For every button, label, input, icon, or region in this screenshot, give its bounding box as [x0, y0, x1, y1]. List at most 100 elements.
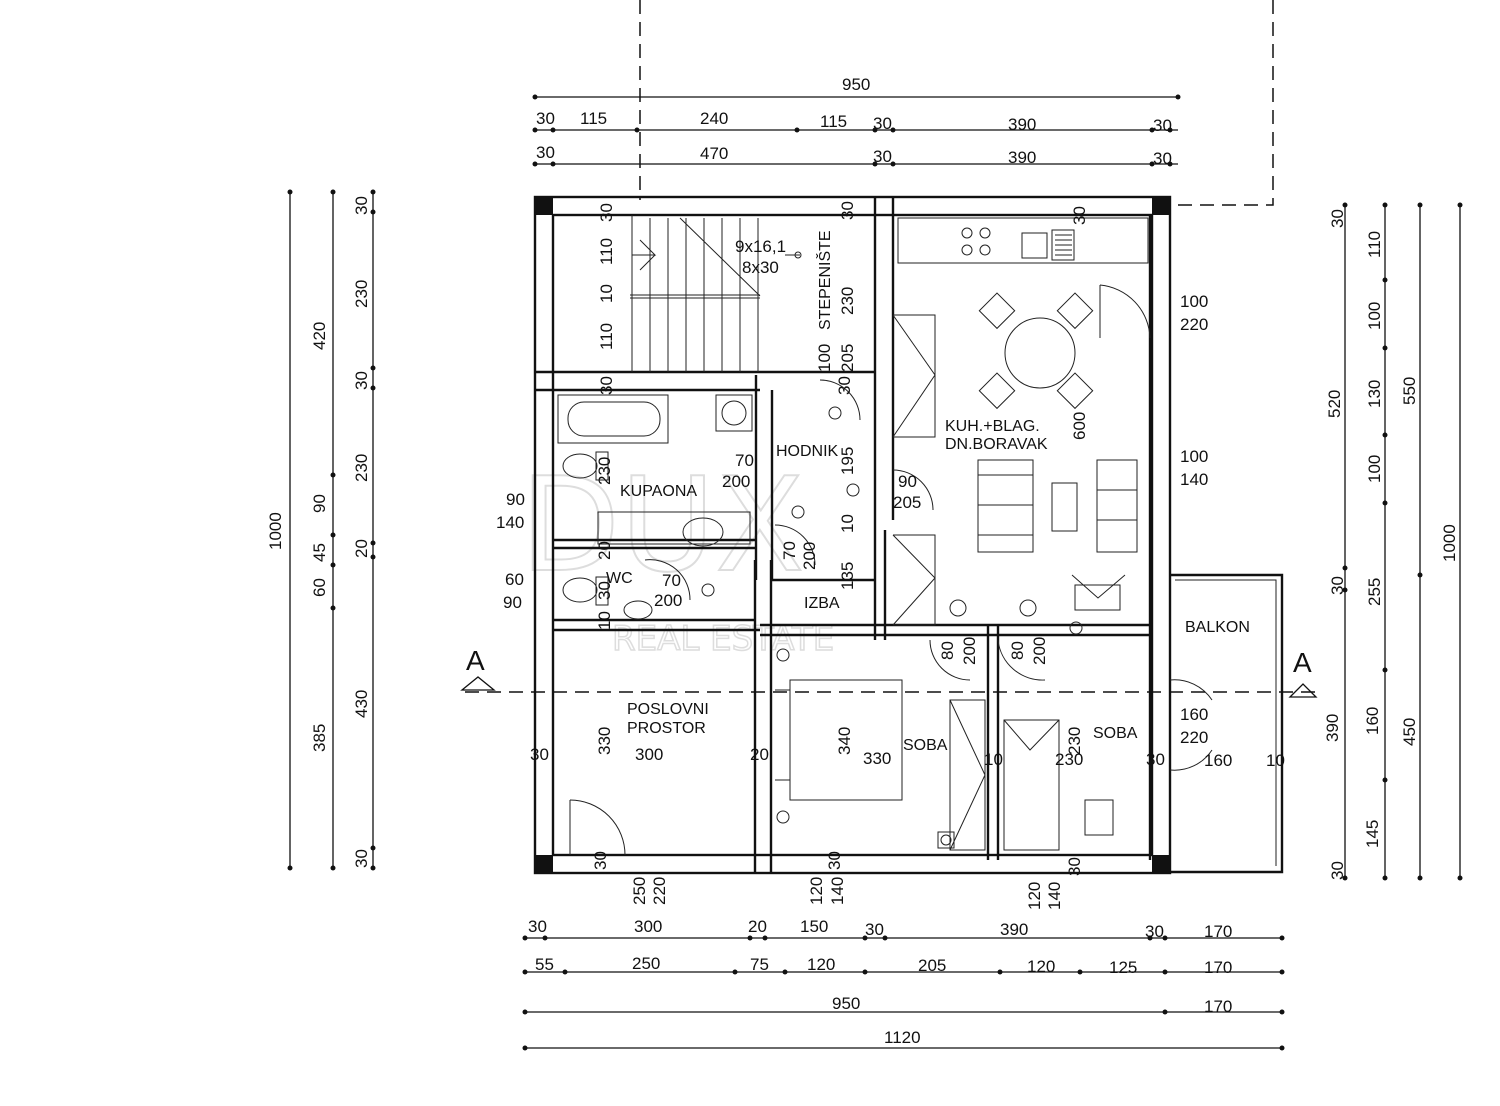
room-labels: STEPENIŠTE 9x16,1 8x30 KUH.+BLAG. DN.BOR…	[606, 230, 1250, 754]
dim-label: 200	[800, 542, 819, 570]
room-label-prostor: PROSTOR	[627, 720, 706, 737]
dim-label: 1000	[266, 512, 285, 550]
dim-label: 20	[595, 541, 614, 560]
dim-label: 120	[1025, 882, 1044, 910]
dim-label: 230	[595, 457, 614, 485]
dim-label: 520	[1325, 390, 1344, 418]
stairs-down	[892, 314, 936, 626]
dim-label: 10	[595, 611, 614, 630]
section-mark-right: A	[1293, 647, 1312, 678]
dim-label: 230	[1055, 750, 1083, 769]
dim-label: 30	[595, 581, 614, 600]
dim-label: 200	[722, 472, 750, 491]
dim-label: 30	[1153, 149, 1172, 168]
room-label-soba-1: SOBA	[903, 737, 948, 754]
interior-walls	[535, 197, 1152, 873]
bottom-dimension-labels: 30 300 20 150 30 390 30 170 55 250 75 12…	[528, 917, 1232, 1047]
inner-dimension-labels: 30 110 10 110 30 30 230 100 205 30 30 60…	[530, 201, 1285, 876]
staircase	[630, 215, 802, 372]
dim-label: 100	[815, 344, 834, 372]
dim-label: 300	[634, 917, 662, 936]
balcony	[1170, 573, 1284, 874]
dim-label: 30	[352, 849, 371, 868]
doors	[569, 284, 1213, 856]
dim-label: 90	[310, 494, 329, 513]
dim-label: 170	[1204, 997, 1232, 1016]
dim-label: 220	[1180, 728, 1208, 747]
dim-label: 30	[591, 851, 610, 870]
dim-label: 80	[1008, 641, 1027, 660]
dim-label: 120	[807, 955, 835, 974]
dim-label: 70	[735, 451, 754, 470]
dim-label: 420	[310, 322, 329, 350]
dim-label: 200	[654, 591, 682, 610]
dim-label: 250	[632, 954, 660, 973]
left-dimension-labels: 1000 420 90 45 60 385 30 230 30 230 20 4…	[266, 196, 371, 868]
dim-label: 385	[310, 724, 329, 752]
dim-label: 135	[838, 562, 857, 590]
dim-label: 330	[595, 727, 614, 755]
dim-label: 330	[863, 749, 891, 768]
dim-label: 45	[310, 543, 329, 562]
dim-label: 140	[1045, 882, 1064, 910]
dim-label: 30	[1065, 857, 1084, 876]
dim-label: 30	[528, 917, 547, 936]
dim-label: 150	[800, 917, 828, 936]
room-label-hodnik: HODNIK	[776, 443, 839, 460]
right-dimension-labels: 30 110 100 130 100 30 390 160 145 30 520…	[1323, 209, 1459, 880]
dim-label: 30	[1328, 209, 1347, 228]
dim-label: 170	[1204, 958, 1232, 977]
dim-label: 30	[352, 371, 371, 390]
dim-label: 90	[503, 593, 522, 612]
bathroom-fixtures	[557, 394, 753, 620]
dim-label: 30	[873, 114, 892, 133]
dim-label: 110	[1365, 231, 1384, 258]
dim-label: 470	[700, 144, 728, 163]
dim-label: 80	[938, 641, 957, 660]
room-label-izba: IZBA	[804, 595, 840, 612]
dim-label: 30	[352, 196, 371, 215]
dim-label: 250	[630, 877, 649, 905]
dim-label: 130	[1365, 380, 1384, 408]
dim-label: 30	[825, 851, 844, 870]
dim-label: 140	[828, 877, 847, 905]
dim-label: 450	[1400, 718, 1419, 746]
dim-label: 195	[838, 447, 857, 475]
top-dimension-labels: 950 30 115 240 115 30 390 30 30 470 30 3…	[536, 75, 1172, 168]
sofa-set	[977, 459, 1138, 553]
dim-label: 205	[918, 956, 946, 975]
dim-label: 145	[1363, 820, 1382, 848]
section-mark-left: A	[466, 645, 485, 676]
bar-stools	[949, 599, 1083, 635]
dim-label: 20	[352, 539, 371, 558]
dim-label: 30	[536, 143, 555, 162]
dim-label: 30	[530, 745, 549, 764]
dim-label: 205	[838, 344, 857, 372]
dim-label: 20	[750, 745, 769, 764]
dim-label: 30	[1328, 861, 1347, 880]
dim-label: 230	[1065, 727, 1084, 755]
dim-label: 30	[597, 203, 616, 222]
plot-boundary	[639, 0, 1274, 206]
dim-label: 90	[898, 472, 917, 491]
dim-label: 230	[352, 454, 371, 482]
dim-label: 390	[1008, 148, 1036, 167]
dim-label: 230	[838, 287, 857, 315]
dim-label: 140	[1180, 470, 1208, 489]
dining-table	[978, 292, 1094, 410]
dim-label: 30	[873, 147, 892, 166]
dim-label: 70	[662, 571, 681, 590]
dim-label: 115	[820, 112, 847, 131]
dim-label: 100	[1180, 292, 1208, 311]
dimension-ticks	[287, 94, 1463, 1051]
room-label-living: DN.BORAVAK	[945, 436, 1048, 453]
dim-label: 90	[506, 490, 525, 509]
room-label-kupaona: KUPAONA	[620, 483, 697, 500]
dim-label: 950	[842, 75, 870, 94]
dim-label: 115	[580, 109, 607, 128]
room-label-wc: WC	[606, 570, 633, 587]
dim-label: 75	[750, 955, 769, 974]
dim-label: 200	[1030, 637, 1049, 665]
